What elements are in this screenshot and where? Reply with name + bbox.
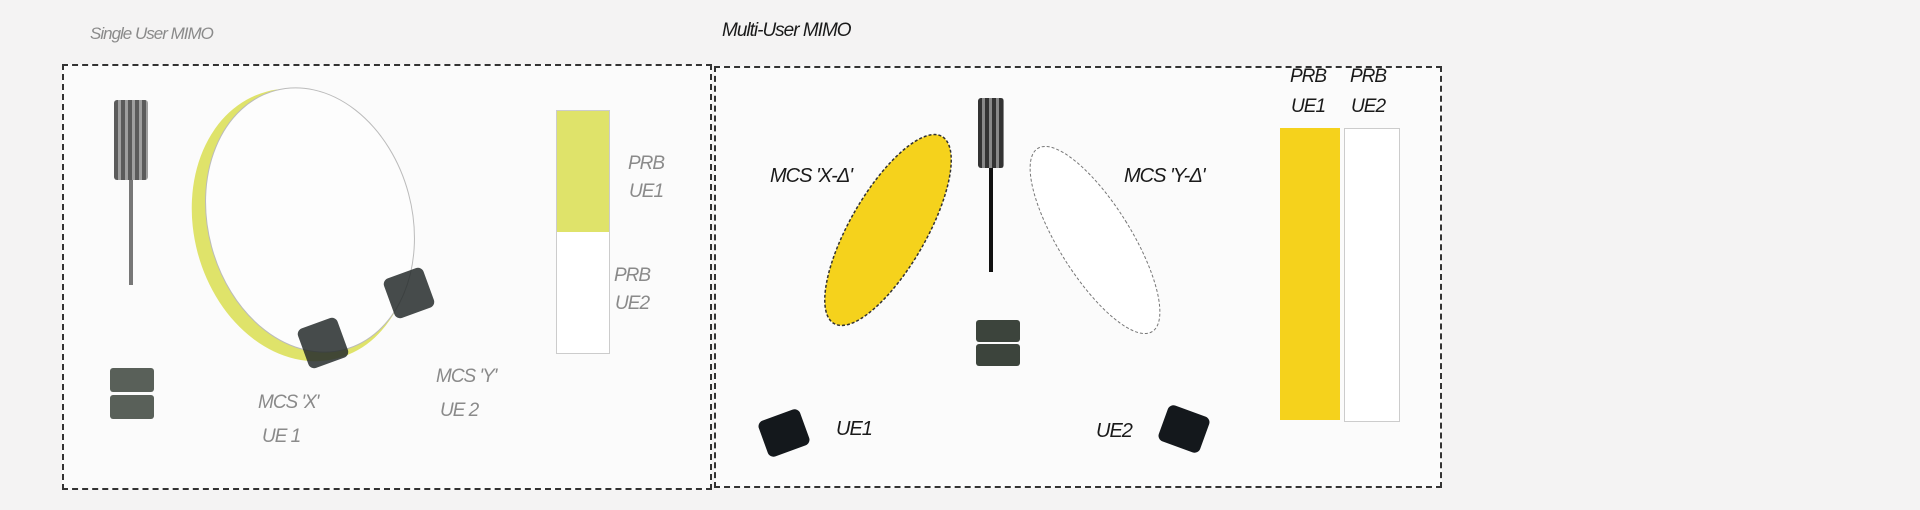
mu-prb-ue1-label: PRB UE1 — [1290, 62, 1327, 122]
su-prb-bar — [556, 110, 610, 354]
su-ue2-mcs: MCS 'Y' — [436, 366, 497, 387]
ue1-beam — [824, 133, 952, 327]
mu-beam2-mcs: MCS 'Y-Δ' — [1124, 165, 1206, 187]
mu-beam1-mcs: MCS 'X-Δ' — [770, 165, 853, 187]
mu-prb-ue2-label: PRB UE2 — [1350, 62, 1387, 122]
ue-text: UE1 — [1291, 96, 1326, 117]
prb-text: PRB — [614, 265, 651, 286]
multi-user-beams — [824, 133, 1161, 335]
prb-text: PRB — [1290, 66, 1327, 87]
su-prb-ue1-label: PRB UE1 — [628, 150, 665, 206]
su-ue1-name: UE 1 — [262, 426, 301, 447]
su-ue2-name: UE 2 — [440, 400, 479, 421]
su-prb-ue1-fill — [557, 111, 609, 232]
mu-prb-ue2-bar — [1344, 128, 1400, 422]
su-ue1-mcs: MCS 'X' — [258, 392, 319, 413]
single-user-title: Single User MIMO — [90, 24, 214, 43]
ue2-beam — [1029, 145, 1161, 335]
su-prb-ue2-label: PRB UE2 — [614, 262, 651, 318]
ue-text: UE2 — [615, 293, 650, 314]
single-user-beam — [191, 87, 415, 362]
mu-prb-ue1-bar — [1280, 128, 1340, 420]
mu-ue1-name: UE1 — [836, 418, 873, 440]
mu-ue2-name: UE2 — [1096, 420, 1133, 442]
prb-text: PRB — [628, 153, 665, 174]
ue-text: UE2 — [1351, 96, 1386, 117]
multi-user-title: Multi-User MIMO — [722, 20, 852, 41]
ue-text: UE1 — [629, 181, 664, 202]
prb-text: PRB — [1350, 66, 1387, 87]
